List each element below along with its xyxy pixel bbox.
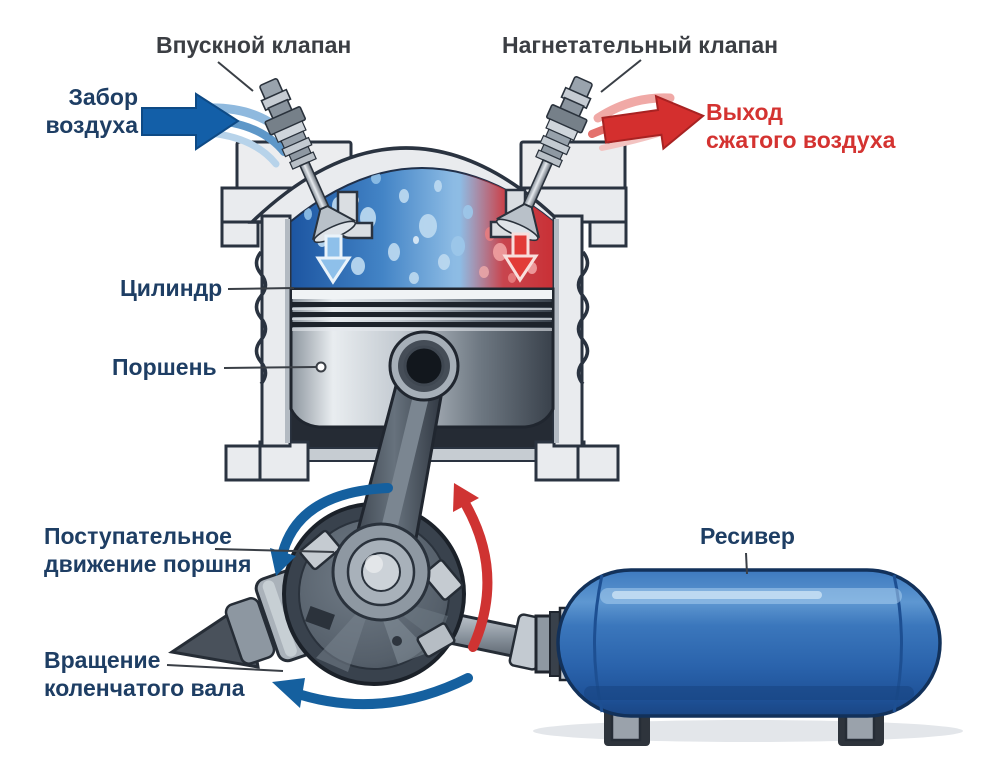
label-air-intake: Забор воздуха (36, 83, 138, 139)
label-cylinder: Цилиндр (120, 275, 223, 301)
in-cylinder-intake-arrow (315, 234, 352, 285)
receiver-tank (533, 568, 963, 746)
leader-piston-motion (214, 548, 335, 553)
leader-discharge-valve (600, 59, 642, 93)
compression-chamber (289, 167, 555, 295)
in-cylinder-discharge-arrow (502, 232, 539, 283)
tank-shadow (533, 720, 963, 742)
leader-cylinder (227, 287, 295, 290)
leader-intake-valve (217, 61, 254, 92)
label-piston: Поршень (112, 354, 217, 380)
label-air-intake-line2: воздуха (45, 112, 138, 138)
tank-body (556, 568, 942, 718)
label-receiver: Ресивер (700, 523, 795, 549)
rotation-arrow-right (453, 483, 493, 652)
leader-lines (166, 59, 748, 672)
label-piston-motion-line2: движение поршня (44, 551, 252, 577)
piston-wrist-pin (388, 330, 460, 402)
label-crank-rotation: Вращение коленчатого вала (44, 646, 245, 702)
label-air-intake-line1: Забор (68, 84, 138, 110)
label-crank-rotation-line2: коленчатого вала (44, 675, 245, 701)
air-out-arrow (601, 94, 706, 151)
leader-crank-rotation (166, 664, 284, 672)
discharge-valve (495, 76, 593, 242)
label-air-out-line2: сжатого воздуха (706, 127, 896, 153)
cylinder-walls (254, 214, 590, 448)
leader-piston (223, 366, 317, 369)
label-crank-rotation-line1: Вращение (44, 647, 161, 673)
leader-piston-dot (315, 361, 327, 373)
label-intake-valve: Впускной клапан (156, 32, 352, 58)
label-air-out: Выход сжатого воздуха (706, 98, 895, 154)
air-intake-arrow (141, 92, 240, 151)
label-air-out-line1: Выход (706, 99, 783, 125)
rotation-arrow-bottom (272, 673, 473, 710)
leader-receiver (745, 552, 748, 575)
label-piston-motion: Поступательное движение поршня (44, 522, 251, 578)
crank-pin-boss (331, 522, 431, 646)
label-discharge-valve: Нагнетательный клапан (502, 32, 779, 58)
label-piston-motion-line1: Поступательное (44, 523, 232, 549)
rotation-arrow-upper-left (270, 483, 393, 576)
